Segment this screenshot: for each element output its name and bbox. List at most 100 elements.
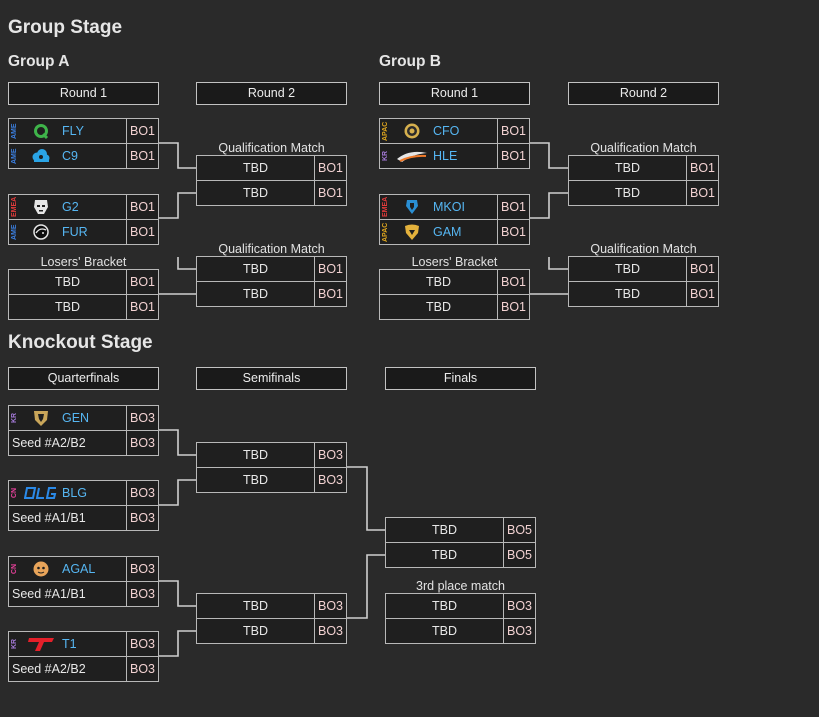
match-format: BO1 — [126, 220, 158, 244]
team-name-link[interactable]: FUR — [62, 225, 88, 239]
connector-line — [158, 429, 196, 456]
slot-name: TBD — [243, 448, 268, 462]
tbd-slot: TBD BO3 — [196, 442, 347, 468]
tbd-slot: TBD BO1 — [196, 256, 347, 282]
team-name-link[interactable]: MKOI — [433, 200, 465, 214]
qualification-match-label: Qualification Match — [590, 141, 697, 155]
losers-bracket-label: Losers' Bracket — [40, 255, 127, 269]
cfo-logo-icon — [395, 121, 429, 141]
team-name-link[interactable]: GEN — [62, 411, 90, 425]
team-row: KR GEN BO3 — [8, 405, 159, 431]
match-format: BO1 — [497, 295, 529, 319]
finals-header: Finals — [385, 367, 536, 390]
team-row: KR T1 BO3 — [8, 631, 159, 657]
team-name-link[interactable]: FLY — [62, 124, 84, 138]
team-name-link[interactable]: CFO — [433, 124, 460, 138]
match-format: BO3 — [503, 594, 535, 618]
match-format: BO3 — [126, 632, 158, 656]
match-format: BO3 — [126, 406, 158, 430]
slot-name: TBD — [432, 523, 457, 537]
fly-logo-icon — [24, 121, 58, 141]
hle-logo-icon — [395, 146, 429, 166]
team-name-link[interactable]: T1 — [62, 637, 77, 651]
team-row: KR HLE BO1 — [379, 143, 530, 169]
group-stage-title: Group Stage — [8, 17, 123, 38]
region-tag: AME — [11, 224, 18, 240]
mkoi-logo-icon — [395, 197, 429, 217]
team-row: AME FUR BO1 — [8, 219, 159, 245]
team-row: AME C9 BO1 — [8, 143, 159, 169]
match-format: BO3 — [314, 443, 346, 467]
team-row: APAC GAM BO1 — [379, 219, 530, 245]
tbd-slot: TBD BO1 — [379, 269, 530, 295]
region-tag: CN — [11, 563, 18, 575]
team-name-link[interactable]: BLG — [62, 486, 88, 500]
tbd-slot: TBD BO5 — [385, 517, 536, 543]
match-format: BO3 — [126, 431, 158, 455]
gam-logo-icon — [395, 222, 429, 242]
connector-line — [548, 257, 568, 270]
match-format: BO1 — [126, 295, 158, 319]
seed-name: Seed #A2/B2 — [12, 662, 86, 676]
match-format: BO1 — [126, 144, 158, 168]
seed-slot: Seed #A1/B1 BO3 — [8, 581, 159, 607]
region-tag: KR — [382, 150, 389, 162]
match-format: BO1 — [686, 282, 718, 306]
tbd-slot: TBD BO1 — [568, 180, 719, 206]
connector-line — [158, 580, 196, 607]
match-format: BO1 — [497, 270, 529, 294]
slot-name: TBD — [426, 275, 451, 289]
tbd-slot: TBD BO1 — [568, 155, 719, 181]
gen-logo-icon — [24, 408, 58, 428]
team-name-link[interactable]: GAM — [433, 225, 462, 239]
group-a-title: Group A — [8, 53, 70, 70]
region-tag: APAC — [382, 121, 389, 141]
match-format: BO1 — [314, 282, 346, 306]
slot-name: TBD — [243, 473, 268, 487]
seed-slot: Seed #A2/B2 BO3 — [8, 430, 159, 456]
slot-name: TBD — [55, 300, 80, 314]
connector-line — [158, 630, 196, 657]
match-format: BO1 — [497, 195, 529, 219]
match-format: BO3 — [126, 657, 158, 681]
connector-line — [158, 142, 196, 169]
third-place-match-label: 3rd place match — [416, 579, 505, 593]
connector-line — [347, 466, 385, 531]
match-format: BO1 — [686, 181, 718, 205]
match-format: BO5 — [503, 543, 535, 567]
tbd-slot: TBD BO1 — [568, 256, 719, 282]
connector-line — [158, 479, 196, 506]
team-row: CN AGAL BO3 — [8, 556, 159, 582]
tbd-slot: TBD BO5 — [385, 542, 536, 568]
group-b-title: Group B — [379, 53, 441, 70]
match-format: BO1 — [497, 220, 529, 244]
tbd-slot: TBD BO1 — [379, 294, 530, 320]
region-tag: AME — [11, 123, 18, 139]
match-format: BO3 — [314, 594, 346, 618]
team-name-link[interactable]: G2 — [62, 200, 79, 214]
match-format: BO1 — [314, 156, 346, 180]
group-a-round1-header: Round 1 — [8, 82, 159, 105]
tbd-slot: TBD BO1 — [568, 281, 719, 307]
slot-name: TBD — [615, 287, 640, 301]
tbd-slot: TBD BO3 — [196, 467, 347, 493]
connector-line — [177, 257, 196, 270]
group-b-round1-header: Round 1 — [379, 82, 530, 105]
slot-name: TBD — [55, 275, 80, 289]
team-name-link[interactable]: HLE — [433, 149, 458, 163]
match-format: BO1 — [126, 270, 158, 294]
match-format: BO1 — [686, 257, 718, 281]
team-row: CN BLG BO3 — [8, 480, 159, 506]
team-name-link[interactable]: AGAL — [62, 562, 96, 576]
tbd-slot: TBD BO1 — [196, 180, 347, 206]
slot-name: TBD — [243, 287, 268, 301]
tbd-slot: TBD BO3 — [385, 593, 536, 619]
tbd-slot: TBD BO1 — [196, 155, 347, 181]
team-name-link[interactable]: C9 — [62, 149, 78, 163]
team-row: EMEA MKOI BO1 — [379, 194, 530, 220]
match-format: BO3 — [314, 619, 346, 643]
connector-line — [529, 142, 568, 169]
team-row: AME FLY BO1 — [8, 118, 159, 144]
match-format: BO3 — [126, 481, 158, 505]
